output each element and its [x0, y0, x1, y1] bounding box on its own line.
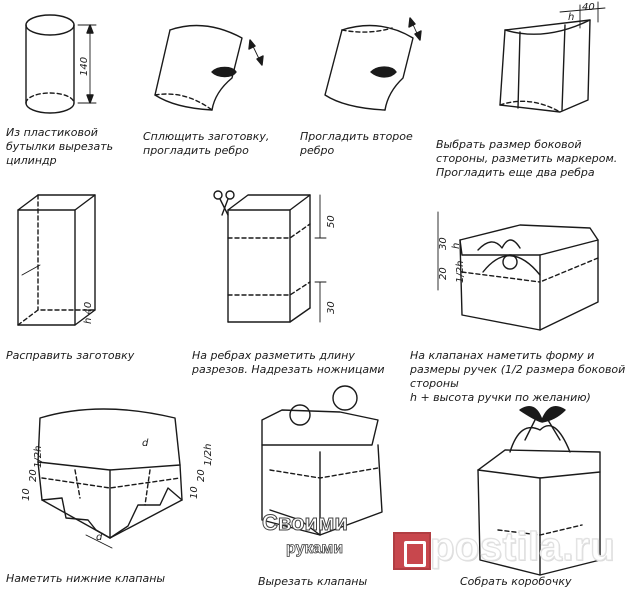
dim-h-label: h	[568, 12, 574, 23]
step6-cuts-drawing: 50 30	[213, 190, 337, 323]
dim-10b-label: 10	[189, 486, 200, 499]
step2-caption: Сплющить заготовку, прогладить ребро	[143, 130, 270, 157]
dim-h40-label: h 40	[83, 302, 94, 324]
step7-handles-drawing: 30 h 20 1/2h	[437, 211, 599, 331]
watermark-bottom-text: руками	[286, 540, 344, 558]
step4-marked-box-drawing: 40 h	[499, 1, 606, 113]
step9-caption: Вырезать клапаны	[258, 575, 368, 588]
postila-logo-icon	[393, 532, 431, 570]
watermark-top-text: Своими	[262, 510, 349, 536]
step4-caption: Выбрать размер боковой стороны, разметит…	[436, 138, 618, 179]
step6-caption: На ребрах разметить длину разрезов. Надр…	[192, 349, 385, 376]
step3-second-edge-drawing	[324, 17, 422, 111]
dim-h2-label: h	[451, 243, 462, 249]
dim-half2-label: 1/2h	[33, 446, 44, 468]
step2-flatten-drawing	[154, 24, 264, 111]
step5-prism-drawing: h 40	[17, 194, 96, 326]
dim-30-label: 30	[326, 301, 337, 314]
dim-20b-label: 20	[28, 469, 39, 482]
step8-caption: Наметить нижние клапаны	[6, 572, 166, 585]
dim-10-label: 10	[21, 488, 32, 501]
dim-50-label: 50	[326, 215, 337, 228]
svoimi-rukami-watermark: Своими руками	[262, 508, 382, 572]
step1-cylinder-drawing: 140	[25, 14, 97, 114]
step10-assembled-box-drawing	[477, 406, 601, 576]
dim-20c-label: 20	[196, 469, 207, 482]
dim-20-label: 20	[438, 267, 449, 280]
dim-d-label: d	[96, 532, 103, 543]
dim-half3-label: 1/2h	[203, 444, 214, 466]
step3-caption: Прогладить второе ребро	[300, 130, 413, 157]
dim-30b-label: 30	[438, 237, 449, 250]
step9-cut-flaps-drawing	[261, 385, 383, 536]
step10-caption: Собрать коробочку	[460, 575, 572, 588]
dim-40-label: 40	[582, 2, 595, 13]
step5-caption: Расправить заготовку	[6, 349, 135, 362]
dim-half-label: 1/2h	[455, 261, 466, 283]
step7-caption: На клапанах наметить форму и размеры руч…	[410, 349, 626, 404]
dim-140-label: 140	[79, 57, 90, 76]
dim-d2-label: d	[142, 438, 149, 449]
postila-watermark: postila.ru	[429, 524, 616, 569]
step1-caption: Из пластиковой бутылки вырезать цилиндр	[6, 126, 114, 167]
step8-lower-flaps-drawing: d 10 20 1/2h 10 20 1/2h d	[21, 408, 214, 549]
